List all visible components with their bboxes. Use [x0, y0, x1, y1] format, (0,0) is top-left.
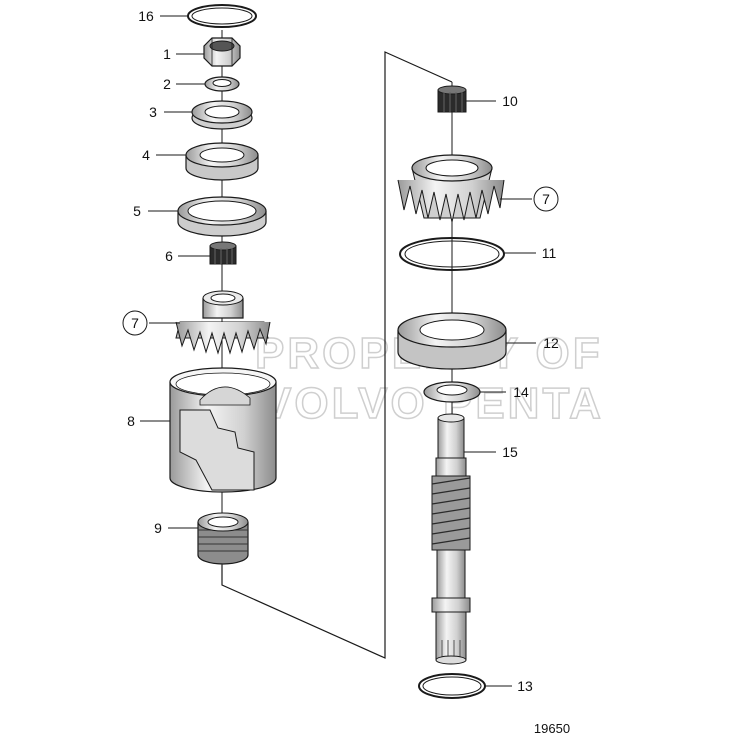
callout-14: 14	[513, 384, 529, 400]
part-3-seal-ring	[191, 100, 253, 130]
part-1-nut	[203, 37, 241, 67]
part-2-washer	[204, 76, 240, 92]
callouts	[122, 15, 559, 687]
callout-9: 9	[154, 520, 162, 536]
callout-7-right: 7	[542, 191, 550, 207]
part-15-pinion-shaft	[431, 413, 471, 665]
callout-4: 4	[142, 147, 150, 163]
figure-id: 19650	[534, 721, 570, 736]
callout-6: 6	[165, 248, 173, 264]
callout-8: 8	[127, 413, 135, 429]
callout-labels: 16 1 2 3 4 5 6 7 8 9 10 7 11 12 14 15 13	[127, 8, 559, 694]
callout-1: 1	[163, 46, 171, 62]
part-8-sleeve-housing	[169, 367, 277, 493]
callout-10: 10	[502, 93, 518, 109]
assembly-connector-line	[221, 51, 453, 659]
callout-11: 11	[542, 245, 557, 261]
part-7-bevel-gear-right	[397, 154, 505, 223]
part-12-bearing	[397, 312, 507, 370]
part-10-needle-bearing	[437, 85, 467, 113]
part-16-o-ring	[187, 4, 257, 28]
callout-15: 15	[502, 444, 518, 460]
part-13-o-ring	[418, 673, 486, 699]
callout-7-left: 7	[131, 315, 139, 331]
callout-16: 16	[138, 8, 154, 24]
callout-5: 5	[133, 203, 141, 219]
part-14-washer	[423, 381, 481, 403]
part-7-bevel-gear-left	[175, 290, 271, 355]
callout-3: 3	[149, 104, 157, 120]
callout-13: 13	[517, 678, 533, 694]
part-6-needle-bearing	[209, 241, 237, 265]
callout-12: 12	[543, 335, 559, 351]
part-5-bearing-race	[177, 196, 267, 237]
part-11-o-ring	[399, 237, 505, 271]
part-9-threaded-ring	[197, 512, 249, 565]
callout-2: 2	[163, 76, 171, 92]
part-4-bearing	[185, 142, 259, 181]
